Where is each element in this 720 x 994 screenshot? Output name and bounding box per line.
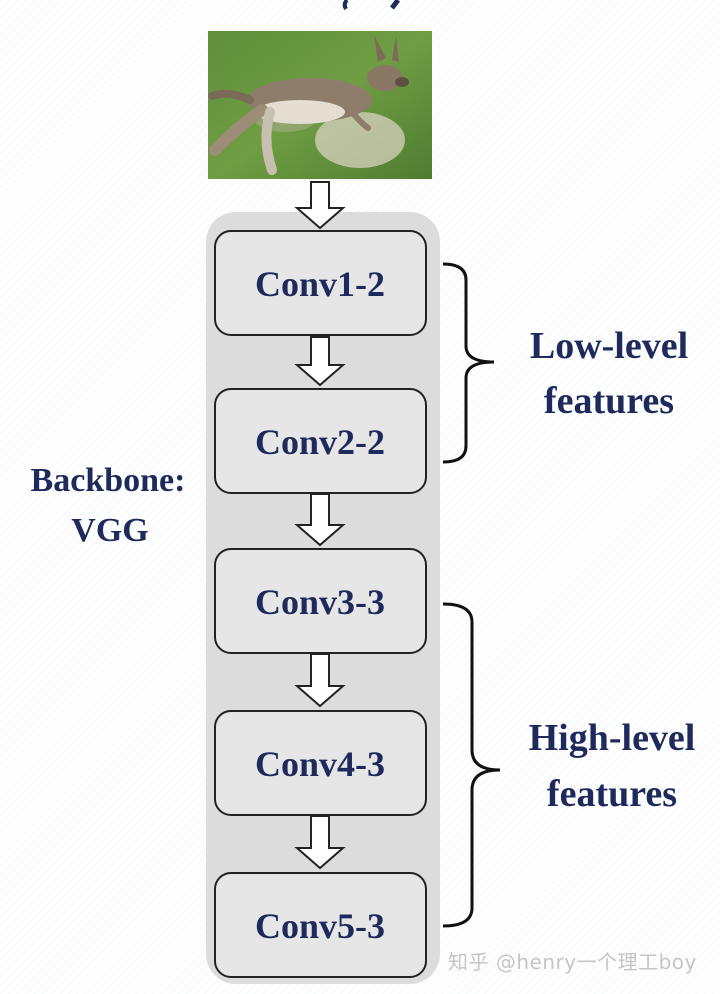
conv-block-label: Conv5-3 [255, 906, 385, 946]
conv-block-label: Conv2-2 [255, 422, 385, 462]
conv-block-box [214, 710, 427, 816]
high-level-brace [442, 602, 501, 928]
kangaroo-photo [208, 31, 432, 179]
conv-block-box [214, 230, 427, 336]
backbone-label-line1: Backbone: [31, 462, 186, 499]
low-level-label-line1: Low-level [530, 325, 688, 367]
down-arrow-icon [294, 653, 346, 708]
high-level-label-line1: High-level [529, 717, 696, 759]
down-arrow-icon [294, 815, 346, 870]
conv-block-box [214, 388, 427, 494]
conv-block: Conv1-2 [214, 230, 427, 336]
conv-block-box [214, 872, 427, 978]
watermark: 知乎 @henry一个理工boy [448, 950, 697, 974]
cropped-title-fragment [342, 0, 400, 11]
down-arrow-icon [294, 336, 346, 387]
conv-block-box [214, 548, 427, 654]
conv-block: Conv5-3 [214, 872, 427, 978]
conv-block-label: Conv3-3 [255, 582, 385, 622]
conv-block: Conv3-3 [214, 548, 427, 654]
conv-block-label: Conv4-3 [255, 744, 385, 784]
high-level-label-line2: features [547, 773, 677, 815]
backbone-label-line2: VGG [71, 512, 148, 549]
flow-arrows [294, 181, 346, 870]
low-level-brace [442, 262, 495, 464]
conv-block: Conv2-2 [214, 388, 427, 494]
conv-block: Conv4-3 [214, 710, 427, 816]
down-arrow-icon [294, 181, 346, 230]
down-arrow-icon [294, 493, 346, 547]
conv-block-label: Conv1-2 [255, 264, 385, 304]
low-level-label-line2: features [544, 380, 674, 422]
